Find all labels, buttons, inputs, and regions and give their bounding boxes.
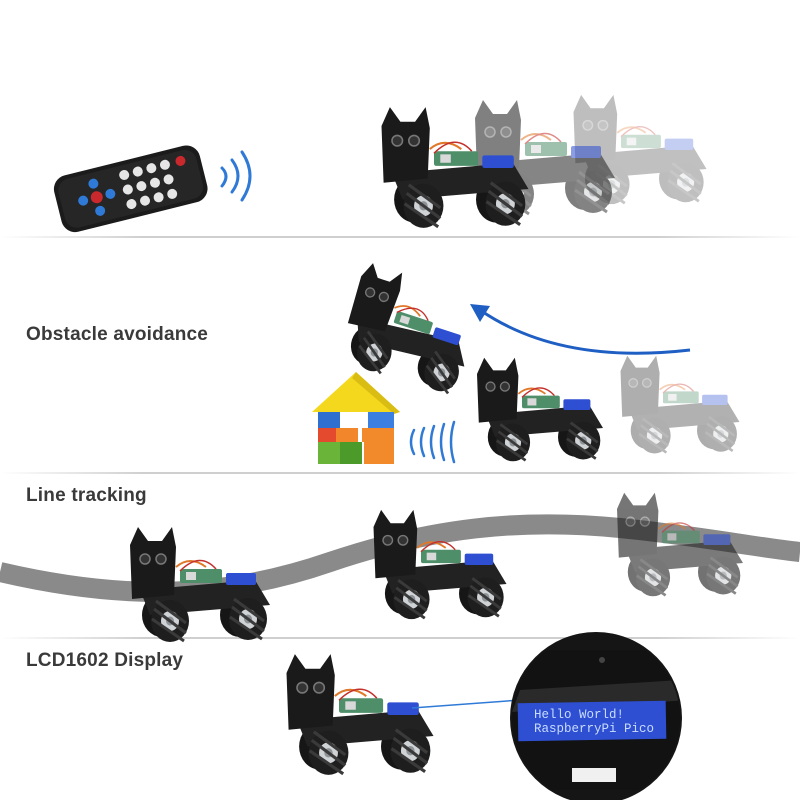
robot-car-icon [284,652,436,777]
lcd-line-1: Hello World! [534,708,624,722]
section-label-obstacle-avoidance: Obstacle avoidance [26,324,209,345]
robot-car-icon [619,354,741,455]
section-divider [0,236,800,238]
robot-car-icon [475,356,605,463]
ir-remote-icon [53,145,208,233]
lcd-line-2: RaspberryPi Pico [534,722,654,736]
section-label-line-tracking: Line tracking [26,485,147,506]
zoom-connector [411,699,521,709]
toy-blocks-icon [312,372,400,464]
ultrasonic-wave-icon [409,420,456,464]
section-divider [0,637,800,639]
arrow-arc-icon [470,304,691,355]
section-divider [0,472,800,474]
section-label-lcd-display: LCD1602 Display [26,650,184,671]
ir-signal-icon [220,150,252,202]
lcd-zoom-icon: Hello World! RaspberryPi Pico [510,632,682,800]
